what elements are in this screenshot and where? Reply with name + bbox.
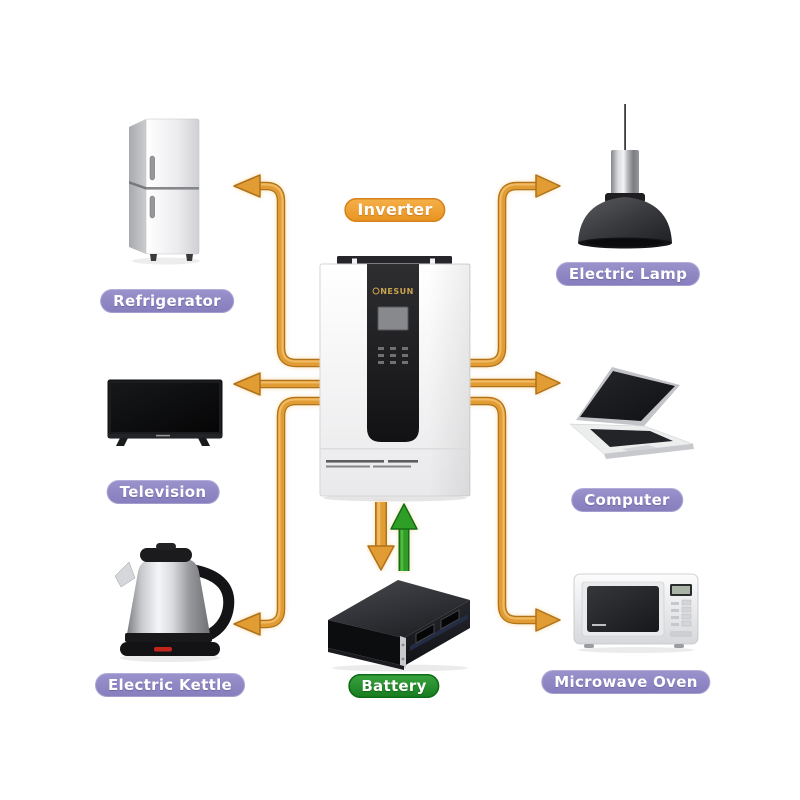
refrigerator-image xyxy=(129,118,200,265)
inverter-buttons xyxy=(378,347,408,364)
battery-handle-left xyxy=(415,623,435,644)
inverter-seam xyxy=(320,448,470,450)
battery-top xyxy=(328,580,470,638)
refrigerator-door-divider xyxy=(146,187,199,190)
refrigerator-front xyxy=(145,118,200,255)
tv-leg-right xyxy=(198,438,210,446)
arrow-inverter-to-refrigerator xyxy=(233,174,322,368)
computer-label: Computer xyxy=(571,488,683,512)
refrigerator-handle-bottom xyxy=(149,195,155,219)
arrow-inverter-to-battery xyxy=(367,502,395,571)
electric-lamp-label: Electric Lamp xyxy=(555,262,701,286)
electric-lamp-image xyxy=(578,104,672,249)
arrow-battery-to-inverter xyxy=(390,503,418,571)
refrigerator-label: Refrigerator xyxy=(100,289,234,313)
inverter-brand: NESUN xyxy=(380,287,414,296)
kettle-spout xyxy=(114,561,136,588)
microwave-door-mark xyxy=(592,624,606,626)
kettle-body xyxy=(126,558,211,640)
electric-kettle-image xyxy=(114,543,235,662)
laptop-screen xyxy=(580,371,675,421)
inverter-label: Inverter xyxy=(344,198,446,222)
arrow-inverter-to-lamp xyxy=(468,174,561,368)
refrigerator-handle-top xyxy=(149,155,155,181)
microwave-oven-image xyxy=(573,573,699,653)
kettle-power-light xyxy=(154,647,172,652)
battery-side xyxy=(328,620,404,666)
microwave-window xyxy=(587,586,659,632)
arrow-inverter-to-television xyxy=(233,372,322,396)
battery-rack-bracket xyxy=(400,636,406,668)
arrow-inverter-to-kettle xyxy=(233,396,322,636)
battery-handle-right xyxy=(440,609,460,630)
lamp-cord xyxy=(624,104,626,154)
tv-leg-left xyxy=(116,438,128,446)
computer-image xyxy=(569,367,694,459)
inverter-image: NESUN xyxy=(319,256,471,502)
microwave-oven-label: Microwave Oven xyxy=(541,670,711,694)
kettle-lid xyxy=(140,548,192,562)
inverter-spec-text xyxy=(326,460,418,468)
arrow-inverter-to-computer xyxy=(468,371,561,395)
inverter-display xyxy=(377,306,409,331)
laptop-keyboard xyxy=(590,429,673,447)
battery-image xyxy=(328,580,470,672)
tv-logo xyxy=(156,434,170,437)
arrow-inverter-to-microwave xyxy=(468,396,561,632)
battery-label: Battery xyxy=(348,674,440,698)
microwave-open-button xyxy=(670,631,692,637)
electric-kettle-label: Electric Kettle xyxy=(95,673,245,697)
lamp-socket xyxy=(611,150,639,198)
television-image xyxy=(107,379,223,446)
television-label: Television xyxy=(106,480,220,504)
tv-screen xyxy=(111,383,219,432)
lamp-shade xyxy=(578,197,672,243)
